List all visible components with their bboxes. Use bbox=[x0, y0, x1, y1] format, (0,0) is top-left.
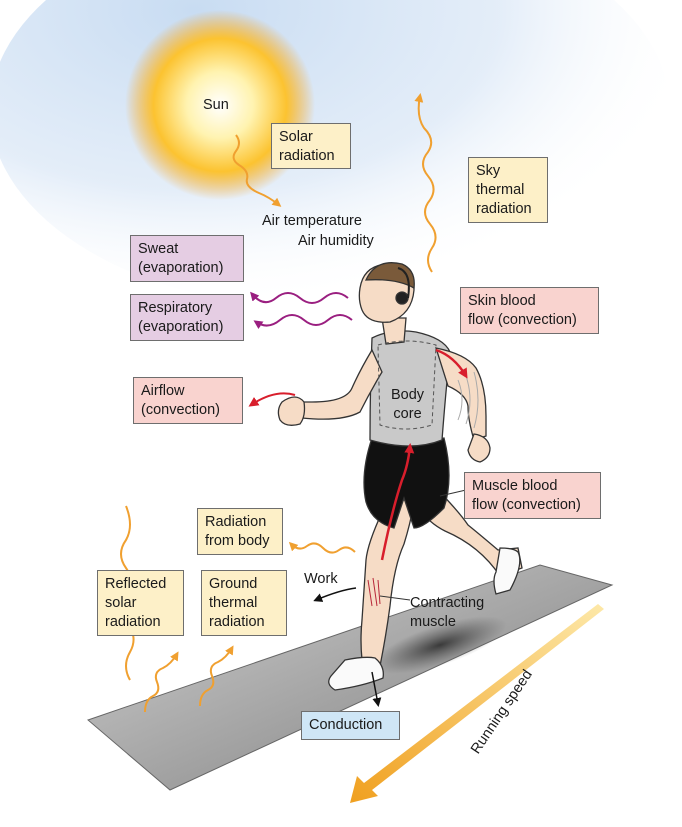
respiratory-evaporation-box: Respiratory (evaporation) bbox=[130, 294, 244, 341]
air-humidity-label: Air humidity bbox=[298, 233, 374, 249]
body-core-label: Body core bbox=[391, 387, 425, 422]
sky-thermal-radiation-box: Sky thermal radiation bbox=[468, 157, 548, 223]
reflected-solar-radiation-box: Reflected solar radiation bbox=[97, 570, 184, 636]
sweat-evaporation-arrow bbox=[250, 291, 349, 304]
sun-label: Sun bbox=[203, 97, 229, 113]
radiation-from-body-box: Radiation from body bbox=[197, 508, 283, 555]
radiation-from-body-arrow bbox=[288, 541, 356, 554]
solar-radiation-box: Solar radiation bbox=[271, 123, 351, 169]
sky-thermal-radiation-arrow bbox=[414, 93, 437, 273]
sun-shape bbox=[125, 10, 315, 200]
runner-figure bbox=[277, 262, 523, 691]
work-label: Work bbox=[304, 571, 338, 587]
heat-shimmer bbox=[457, 371, 479, 429]
running-speed-arrow bbox=[350, 604, 604, 803]
airflow-arrow bbox=[248, 392, 296, 407]
muscle-blood-flow-box: Muscle blood flow (convection) bbox=[464, 472, 601, 519]
reflected-radiation-arrow bbox=[144, 651, 179, 713]
skin-blood-flow-arrow bbox=[435, 348, 468, 379]
airflow-convection-box: Airflow (convection) bbox=[133, 377, 243, 424]
conduction-box: Conduction bbox=[301, 711, 400, 740]
runner-shadow bbox=[373, 616, 507, 674]
air-temperature-label: Air temperature bbox=[262, 213, 362, 229]
ground-thermal-radiation-box: Ground thermal radiation bbox=[201, 570, 287, 636]
skin-blood-flow-box: Skin blood flow (convection) bbox=[460, 287, 599, 334]
ground-thermal-radiation-arrow bbox=[199, 645, 234, 707]
leader-lines bbox=[379, 489, 467, 601]
muscle-blood-flow-arrow bbox=[380, 443, 415, 561]
contracting-muscle-label: Contracting muscle bbox=[410, 595, 485, 630]
contracting-muscle-mark bbox=[367, 577, 381, 607]
conduction-arrow bbox=[371, 671, 382, 707]
sweat-evaporation-box: Sweat (evaporation) bbox=[130, 235, 244, 282]
solar-radiation-arrow bbox=[232, 134, 282, 207]
work-arrow bbox=[313, 587, 357, 602]
respiratory-evaporation-arrow bbox=[253, 314, 353, 330]
